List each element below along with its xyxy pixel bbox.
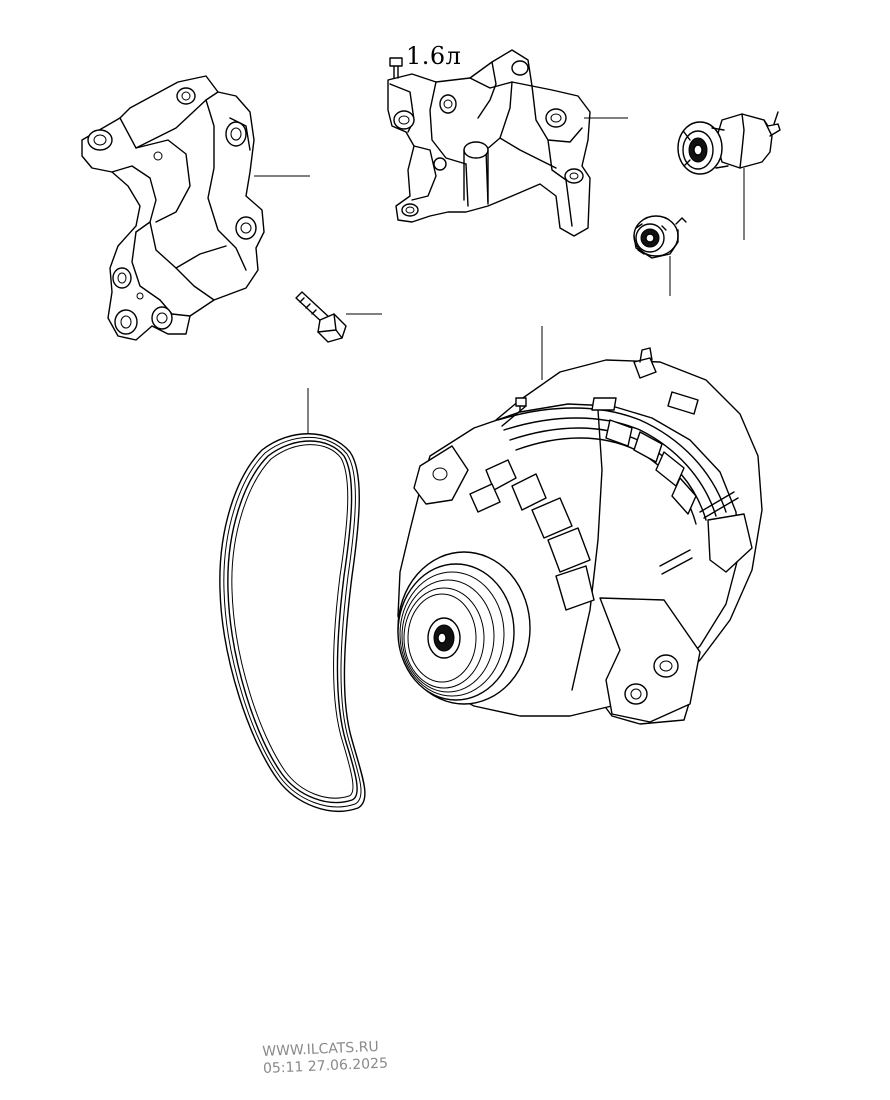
left-mounting-bracket[interactable]	[81, 75, 310, 341]
engine-variant-label: 1.6л	[406, 42, 462, 70]
poly-v-drive-belt[interactable]	[219, 388, 366, 812]
belt-tensioner-assembly[interactable]	[677, 111, 781, 240]
upper-mounting-bracket[interactable]	[387, 49, 628, 237]
idler-pulley[interactable]	[633, 215, 687, 296]
alternator[interactable]	[397, 326, 763, 725]
mounting-bolt[interactable]	[295, 291, 382, 343]
watermark: WWW.ILCATS.RU 05:11 27.06.2025	[262, 1039, 388, 1078]
